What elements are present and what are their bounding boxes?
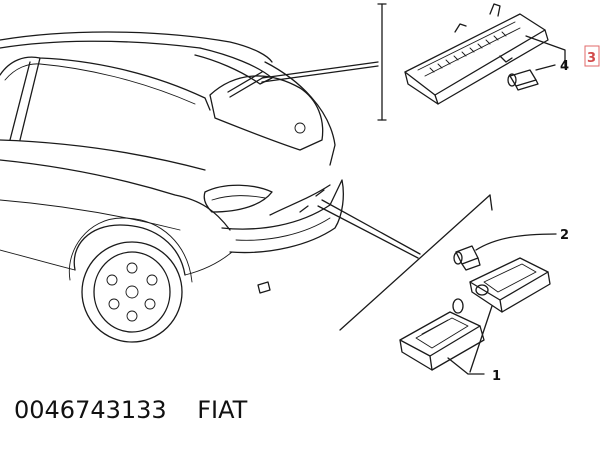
- part-number: 0046743133: [14, 396, 167, 424]
- callout-3: 3: [587, 51, 596, 66]
- wheel-rim-holes: [106, 262, 158, 322]
- brand-name: FIAT: [197, 396, 248, 424]
- third-brake-light-assembly: [404, 3, 549, 105]
- callout-3-highlight-box: [584, 45, 600, 67]
- licence-plate-lamp-right: [469, 257, 551, 313]
- licence-lamp-bulb: [453, 245, 481, 271]
- callout-1: 1: [492, 369, 501, 384]
- lower-detail-bracket: [339, 194, 491, 331]
- callout-2: 2: [560, 228, 569, 243]
- leader-lines: [261, 61, 421, 259]
- brake-light-led-segments: [429, 31, 507, 73]
- brake-light-bulb: [507, 69, 539, 91]
- car-body: [0, 31, 344, 343]
- licence-plate-lamp-left: [399, 298, 485, 371]
- callout-4: 4: [560, 59, 569, 74]
- part-footer: 0046743133 FIAT: [14, 396, 247, 424]
